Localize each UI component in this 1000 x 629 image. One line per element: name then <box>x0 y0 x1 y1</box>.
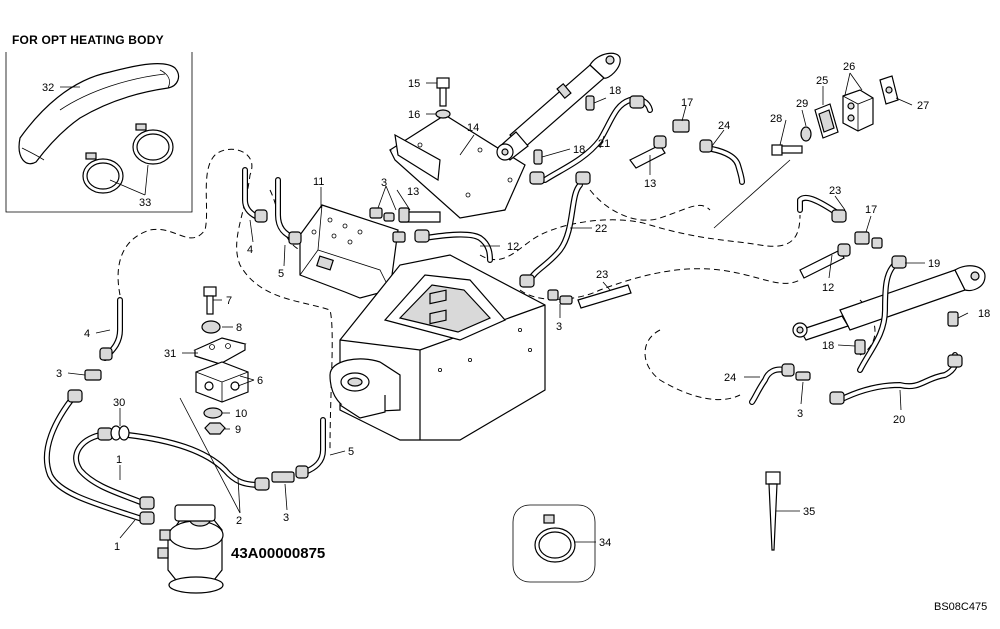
callout-28: 28 <box>770 113 782 125</box>
callout-16: 16 <box>408 109 420 121</box>
inset-title: FOR OPT HEATING BODY <box>12 33 164 47</box>
routing-line <box>519 268 801 300</box>
callout-4: 4 <box>84 328 90 340</box>
clamp-34-frame <box>512 504 596 583</box>
callout-26: 26 <box>843 61 855 73</box>
callout-3: 3 <box>56 368 62 380</box>
callout-3: 3 <box>381 177 387 189</box>
callout-21: 21 <box>598 138 610 150</box>
callout-18: 18 <box>609 85 621 97</box>
bracket-plate-11 <box>299 204 399 299</box>
callout-2: 2 <box>236 515 242 527</box>
callout-3: 3 <box>283 512 289 524</box>
mounting-plate-14 <box>388 114 526 219</box>
routing-line <box>859 299 876 356</box>
routing-line <box>479 214 801 261</box>
hose-1-inner <box>73 432 151 508</box>
routing-line <box>644 329 741 401</box>
callout-35: 35 <box>803 506 815 518</box>
callout-31: 31 <box>164 348 176 360</box>
washer-10 <box>203 407 223 419</box>
callout-18: 18 <box>978 308 990 320</box>
bolt-28 <box>771 144 803 156</box>
callout-30: 30 <box>113 397 125 409</box>
clamps-33 <box>82 123 174 194</box>
callout-23: 23 <box>596 269 608 281</box>
callout-12: 12 <box>822 282 834 294</box>
drawing-code: BS08C475 <box>934 601 988 613</box>
callout-34: 34 <box>599 537 611 549</box>
bolt-7 <box>203 286 217 315</box>
callout-18: 18 <box>573 144 585 156</box>
callout-22: 22 <box>595 223 607 235</box>
callout-24: 24 <box>724 372 736 384</box>
callout-4: 4 <box>247 244 253 256</box>
hydraulic-valve-unit <box>157 504 224 594</box>
plate-31 <box>193 337 247 365</box>
tube-12-right <box>799 249 845 279</box>
leader-lines <box>60 72 969 543</box>
callout-14: 14 <box>467 122 479 134</box>
cable-tie-35 <box>765 471 781 551</box>
callout-27: 27 <box>917 100 929 112</box>
callout-15: 15 <box>408 78 420 90</box>
callout-25: 25 <box>816 75 828 87</box>
callout-17: 17 <box>681 97 693 109</box>
callout-3: 3 <box>797 408 803 420</box>
routing-line <box>589 189 711 221</box>
callout-32: 32 <box>42 82 54 94</box>
callout-5: 5 <box>278 268 284 280</box>
clamp-block-6 <box>195 361 249 403</box>
callout-19: 19 <box>928 258 940 270</box>
callout-33: 33 <box>139 197 151 209</box>
clamp-34 <box>534 514 576 563</box>
callout-24: 24 <box>718 120 730 132</box>
callout-10: 10 <box>235 408 247 420</box>
callouts: 32 33 15 16 14 18 18 17 24 21 13 11 3 13… <box>42 61 990 553</box>
tube-13 <box>400 144 666 223</box>
callout-17: 17 <box>865 204 877 216</box>
hose-5-bottom <box>302 417 326 475</box>
callout-13: 13 <box>407 186 419 198</box>
callout-8: 8 <box>236 322 242 334</box>
bolt-15 <box>436 77 450 107</box>
callout-13: 13 <box>644 178 656 190</box>
callout-6: 6 <box>257 375 263 387</box>
lift-cylinder-right <box>792 265 986 341</box>
hose-2 <box>125 432 263 488</box>
part-number-label: 43A00000875 <box>231 545 326 562</box>
callout-11: 11 <box>313 176 324 188</box>
washer-16 <box>435 109 451 119</box>
callout-3: 3 <box>556 321 562 333</box>
callout-29: 29 <box>796 98 808 110</box>
callout-1: 1 <box>116 454 122 466</box>
spacer-25 <box>814 103 839 139</box>
nut-9 <box>204 422 226 435</box>
lift-cylinder-top <box>496 52 621 161</box>
callout-5: 5 <box>348 446 354 458</box>
block-27 <box>879 75 899 105</box>
callout-12: 12 <box>507 241 519 253</box>
tube-23 <box>577 284 632 309</box>
routing-line <box>117 148 333 451</box>
frame-body <box>329 254 546 441</box>
heating-body-inset-frame <box>5 52 193 213</box>
fittings <box>67 95 963 525</box>
washer-29 <box>800 126 812 142</box>
callout-9: 9 <box>235 424 241 436</box>
washer-8 <box>201 320 221 334</box>
callout-1: 1 <box>114 541 120 553</box>
callout-18: 18 <box>822 340 834 352</box>
callout-7: 7 <box>226 295 232 307</box>
callout-20: 20 <box>893 414 905 426</box>
block-26 <box>842 89 874 132</box>
insulation-sleeve-32 <box>18 63 180 165</box>
o-rings-30 <box>110 425 130 441</box>
callout-23: 23 <box>829 185 841 197</box>
